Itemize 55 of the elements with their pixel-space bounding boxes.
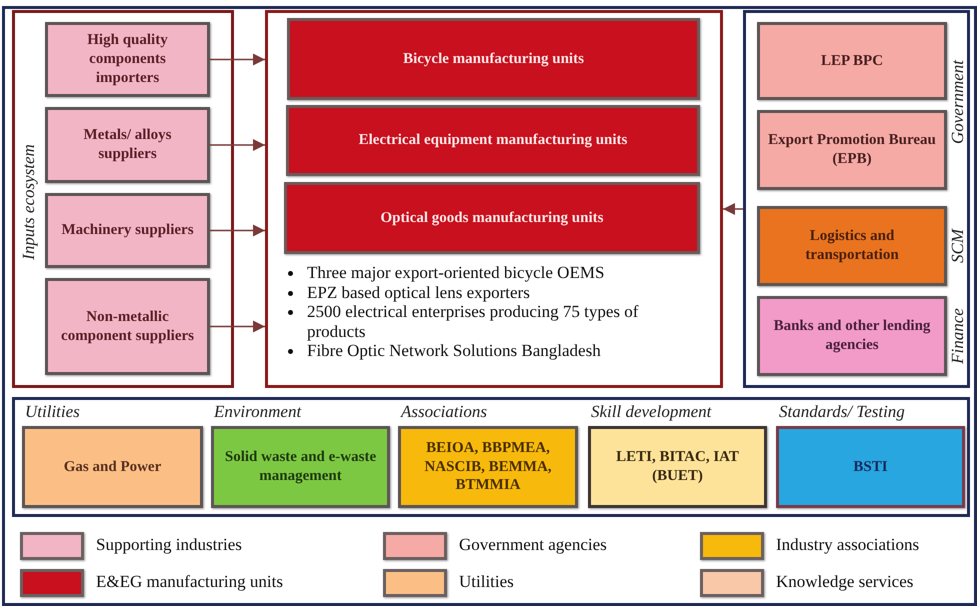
bullet-item: 2500 electrical enterprises producing 75 types of products: [307, 302, 640, 342]
box-label: Non-metallic component suppliers: [60, 308, 195, 346]
legend-label: Knowledge services: [776, 572, 914, 592]
group-heading: Standards/ Testing: [779, 402, 905, 422]
arrow: [210, 54, 265, 66]
box-label: Logistics and transportation: [804, 227, 900, 265]
arrow: [210, 224, 265, 236]
legend-label: Industry associations: [776, 535, 920, 555]
legend-label: E&EG manufacturing units: [96, 572, 283, 592]
arrow: [210, 320, 265, 332]
box-label: Banks and other lending agencies: [772, 317, 932, 355]
box-label: Bicycle manufacturing units: [402, 50, 585, 69]
group-label: SCM: [948, 229, 968, 263]
group-heading: Utilities: [25, 402, 80, 422]
arrow: [723, 203, 743, 215]
group-panel: [743, 10, 970, 388]
box-label: Machinery suppliers: [60, 221, 195, 240]
group-heading: Skill development: [591, 402, 712, 422]
bullet-item: EPZ based optical lens exporters: [307, 282, 530, 302]
box-label: BEIOA, BBPMEA, NASCIB, BEMMA, BTMMIA: [423, 438, 553, 496]
bullet-item: Three major export-oriented bicycle OEMS: [307, 263, 604, 283]
process-box: [45, 22, 210, 97]
group-heading: Associations: [401, 402, 487, 422]
process-box: [284, 182, 700, 254]
process-box: [45, 107, 210, 183]
box-label: BSTI: [852, 458, 889, 477]
group-label: Finance: [948, 308, 968, 364]
box-label: Metals/ alloys suppliers: [82, 126, 172, 164]
box-label: Solid waste and e-waste management: [224, 448, 378, 486]
group-label: Government: [948, 60, 968, 144]
box-label: LETI, BITAC, IAT (BUET): [615, 448, 740, 486]
process-box: [757, 110, 947, 190]
group-panel: [12, 397, 970, 517]
legend-label: Government agencies: [459, 535, 607, 555]
box-label: Optical goods manufacturing units: [380, 208, 604, 228]
process-box: [286, 105, 700, 176]
box-label: Gas and Power: [62, 458, 162, 477]
legend-label: Supporting industries: [96, 535, 242, 555]
process-box: [757, 296, 947, 376]
process-box: [287, 18, 700, 100]
box-label: LEP BPC: [820, 52, 884, 71]
legend-label: Utilities: [459, 572, 514, 592]
group-title: Inputs ecosystem: [19, 144, 39, 260]
process-box: [45, 193, 210, 268]
box-label: Export Promotion Bureau (EPB): [767, 131, 937, 169]
group-heading: Environment: [214, 402, 302, 422]
group-panel: [265, 10, 723, 388]
box-label: High quality components importers: [86, 31, 169, 88]
process-box: [757, 22, 947, 100]
process-box: [757, 206, 947, 286]
group-panel: [12, 10, 234, 388]
bullet-item: Fibre Optic Network Solutions Bangladesh: [307, 341, 601, 361]
process-box: [45, 278, 210, 375]
arrow: [210, 139, 265, 151]
box-label: Electrical equipment manufacturing units: [358, 131, 628, 150]
